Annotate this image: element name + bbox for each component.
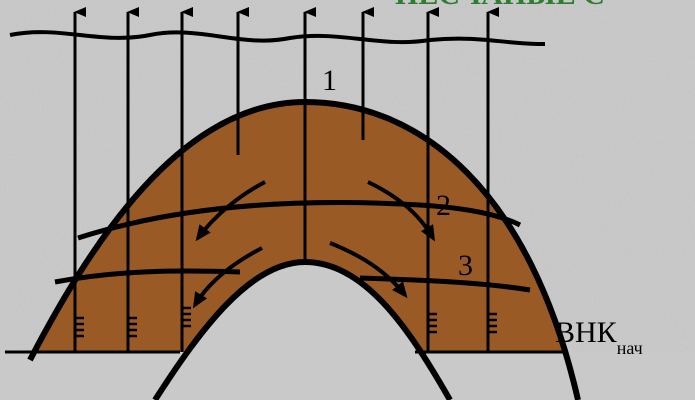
owc-label-subscript: нач: [617, 338, 643, 358]
title-fragment: ПЕСЧАНЫЕ С: [395, 0, 605, 11]
water-zone: [0, 352, 695, 400]
zone-label-2: 2: [436, 189, 451, 222]
owc-label-main: ВНК: [555, 316, 618, 349]
zone-label-3: 3: [458, 249, 473, 282]
zone-label-1: 1: [322, 64, 337, 97]
